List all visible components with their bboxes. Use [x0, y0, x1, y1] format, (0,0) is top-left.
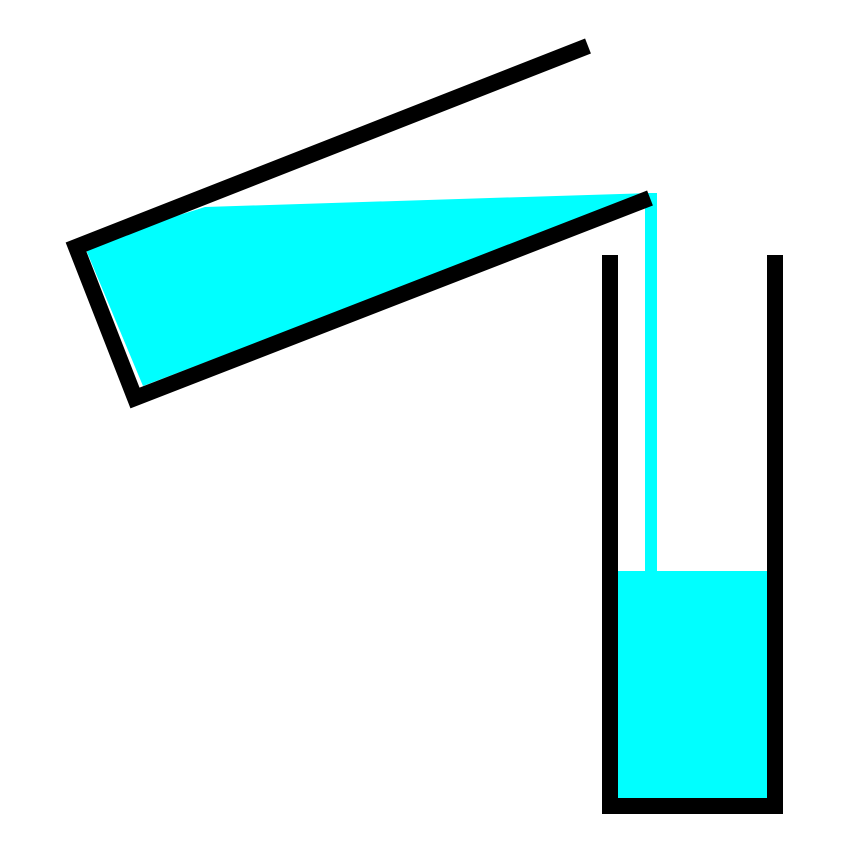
- receiving-beaker-walls: [602, 255, 783, 814]
- beaker-liquid: [618, 571, 768, 799]
- source-vessel-liquid: [84, 193, 650, 386]
- liquid-stream: [645, 193, 657, 583]
- source-vessel-walls: [65, 38, 653, 409]
